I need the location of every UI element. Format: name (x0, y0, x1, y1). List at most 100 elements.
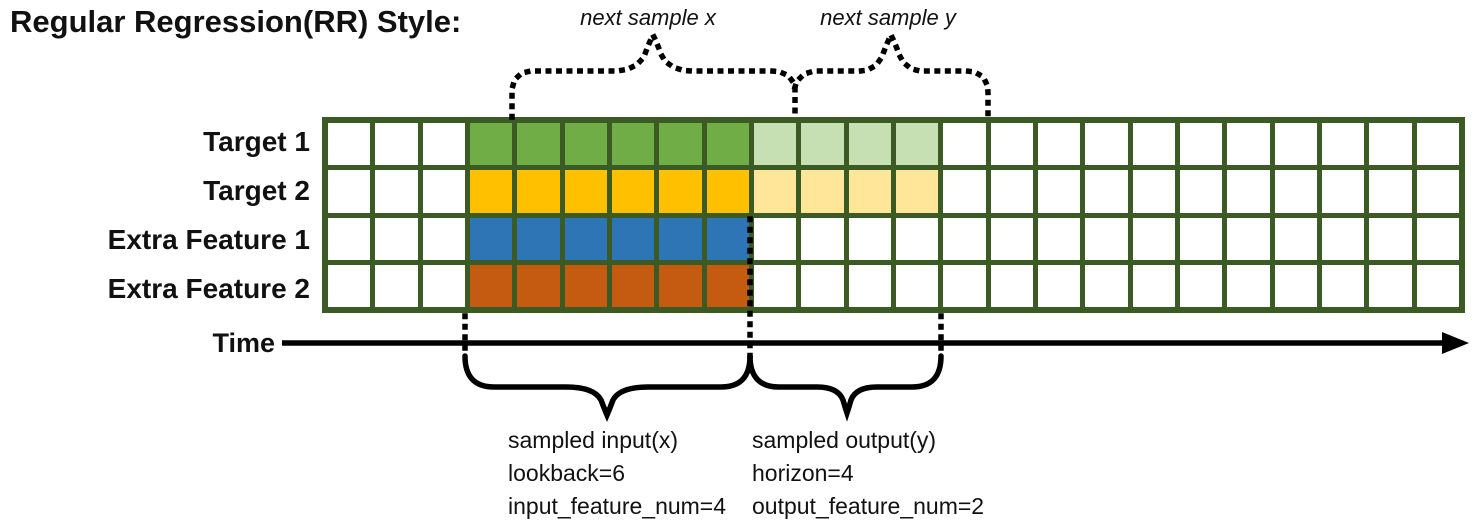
grid-cell (328, 123, 371, 166)
sampled-input-annotation: sampled input(x) lookback=6 input_featur… (508, 424, 726, 523)
grid-cell (1416, 170, 1459, 213)
grid-cell (1227, 217, 1270, 260)
grid-cell (517, 217, 560, 260)
next-sample-x-label: next sample x (580, 5, 716, 30)
grid-cell (1132, 123, 1175, 166)
grid-cell (895, 264, 939, 307)
grid-cell (1416, 217, 1459, 260)
grid-cell (1132, 264, 1175, 307)
grid-cell (469, 217, 513, 260)
grid-cell (1369, 170, 1412, 213)
grid-cell (895, 217, 939, 260)
next-sample-y-label: next sample y (820, 5, 956, 30)
grid-cell (469, 264, 513, 307)
grid-cell (1179, 264, 1223, 307)
grid-cell (753, 264, 797, 307)
row-label: Target 1 (203, 125, 310, 157)
sampled-output-annotation: sampled output(y) horizon=4 output_featu… (752, 424, 984, 523)
grid-cell (375, 264, 418, 307)
grid-cell (990, 217, 1033, 260)
input-feature-num-value: input_feature_num=4 (508, 493, 727, 519)
grid-cell (659, 170, 702, 213)
grid-cell (1037, 264, 1081, 307)
grid-cell (1274, 123, 1317, 166)
grid-cell (422, 217, 465, 260)
grid-cell (1179, 123, 1223, 166)
grid-cell (328, 170, 371, 213)
grid-cell (1227, 170, 1270, 213)
grid-cell (990, 170, 1033, 213)
grid-cell (801, 217, 844, 260)
grid-cell (422, 264, 465, 307)
row-label: Extra Feature 1 (107, 223, 310, 255)
grid-cell (848, 217, 891, 260)
grid-cell (1416, 264, 1459, 307)
grid-cell (801, 123, 844, 166)
grid-cell (422, 170, 465, 213)
grid-cell (611, 123, 655, 166)
grid-cell (801, 264, 844, 307)
grid-cell (1321, 170, 1365, 213)
grid-cell (611, 217, 655, 260)
grid-cell (1085, 170, 1128, 213)
row-label: Extra Feature 2 (107, 272, 310, 304)
grid-cell (328, 264, 371, 307)
grid-cell (1085, 264, 1128, 307)
grid-cell (753, 123, 797, 166)
grid-cell (517, 170, 560, 213)
grid-cell (1085, 123, 1128, 166)
grid-cell (328, 217, 371, 260)
grid-cell (1321, 217, 1365, 260)
next-sample-y-brace (791, 28, 991, 120)
grid-cell (564, 264, 607, 307)
grid-cell (1085, 217, 1128, 260)
time-axis-label: Time (212, 328, 275, 358)
grid-cell (1321, 123, 1365, 166)
grid-cell (943, 264, 986, 307)
grid-cell (1132, 170, 1175, 213)
grid-cell (611, 170, 655, 213)
grid-cell (848, 264, 891, 307)
grid-cell (1037, 217, 1081, 260)
time-arrow-head (1442, 332, 1469, 354)
grid-cell (895, 123, 939, 166)
grid-cell (564, 217, 607, 260)
grid-cell (564, 123, 607, 166)
grid-cell (422, 123, 465, 166)
grid-cell (659, 123, 702, 166)
grid-cell (706, 170, 749, 213)
grid-cell (517, 264, 560, 307)
grid-cell (895, 170, 939, 213)
sampled-input-brace (462, 353, 753, 422)
grid-cell (659, 217, 702, 260)
grid-cell (517, 123, 560, 166)
sampled-output-brace (747, 353, 944, 422)
grid-cell (943, 170, 986, 213)
grid-cell (943, 123, 986, 166)
grid-cell (1274, 217, 1317, 260)
grid-cell (469, 170, 513, 213)
grid-cell (659, 264, 702, 307)
grid-cell (801, 170, 844, 213)
grid-cell (1369, 123, 1412, 166)
grid-cell (848, 170, 891, 213)
grid-cell (848, 123, 891, 166)
sampled-input-title: sampled input(x) (508, 427, 679, 453)
grid-cell (375, 170, 418, 213)
grid-cell (469, 123, 513, 166)
grid-cell (1321, 264, 1365, 307)
lookback-value: lookback=6 (508, 460, 625, 486)
grid-cell (1369, 264, 1412, 307)
next-sample-x-brace (509, 28, 798, 120)
grid-cell (1037, 123, 1081, 166)
grid-cell (990, 264, 1033, 307)
grid-cell (375, 123, 418, 166)
output-feature-num-value: output_feature_num=2 (752, 493, 985, 519)
grid-cell (1227, 264, 1270, 307)
diagram-title: Regular Regression(RR) Style: (10, 4, 462, 39)
grid-cell (1132, 217, 1175, 260)
grid-cell (1274, 170, 1317, 213)
grid-cell (1227, 123, 1270, 166)
grid-cell (1179, 170, 1223, 213)
